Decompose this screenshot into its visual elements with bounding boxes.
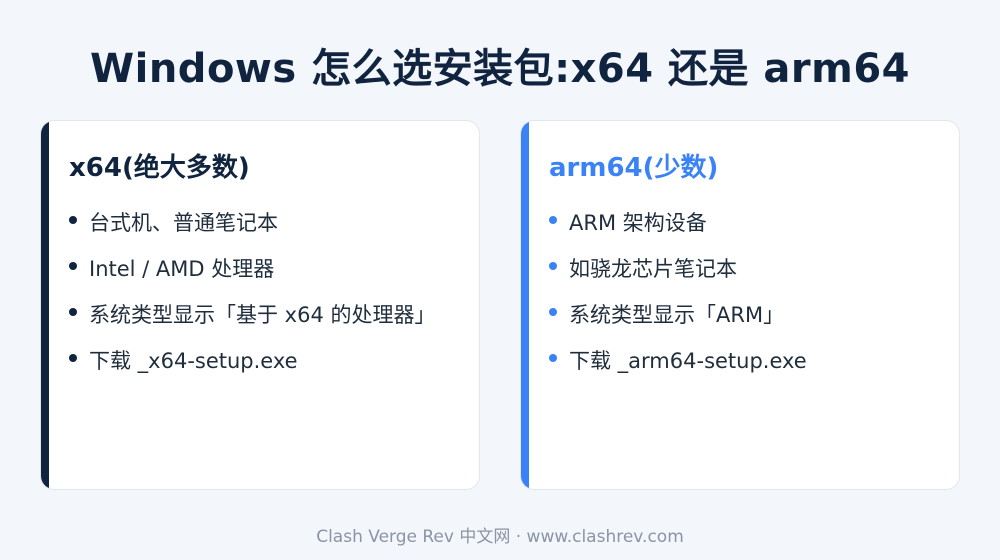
list-item: 下载 _arm64-setup.exe: [549, 337, 807, 383]
accent-bar: [521, 121, 529, 489]
list-item: Intel / AMD 处理器: [69, 245, 436, 291]
arm64-card: arm64(少数) ARM 架构设备 如骁龙芯片笔记本 系统类型显示「ARM」 …: [520, 120, 960, 490]
list-item-text: 系统类型显示「ARM」: [569, 303, 785, 327]
list-item-text: ARM 架构设备: [569, 211, 707, 235]
bullet-icon: [69, 262, 77, 270]
x64-card-heading: x64(绝大多数): [69, 153, 250, 183]
list-item-text: Intel / AMD 处理器: [89, 257, 275, 281]
arm64-card-heading: arm64(少数): [549, 153, 719, 183]
accent-bar: [41, 121, 49, 489]
arm64-list: ARM 架构设备 如骁龙芯片笔记本 系统类型显示「ARM」 下载 _arm64-…: [549, 199, 807, 383]
bullet-icon: [69, 308, 77, 316]
list-item-text: 台式机、普通笔记本: [89, 211, 278, 235]
x64-card: x64(绝大多数) 台式机、普通笔记本 Intel / AMD 处理器 系统类型…: [40, 120, 480, 490]
list-item: 台式机、普通笔记本: [69, 199, 436, 245]
list-item-text: 下载 _x64-setup.exe: [89, 349, 298, 373]
bullet-icon: [549, 262, 557, 270]
bullet-icon: [549, 354, 557, 362]
list-item-text: 如骁龙芯片笔记本: [569, 257, 737, 281]
list-item: 系统类型显示「ARM」: [549, 291, 807, 337]
list-item: 下载 _x64-setup.exe: [69, 337, 436, 383]
footer-credit: Clash Verge Rev 中文网 · www.clashrev.com: [316, 527, 684, 547]
page-title: Windows 怎么选安装包:x64 还是 arm64: [90, 46, 910, 92]
list-item-text: 系统类型显示「基于 x64 的处理器」: [89, 303, 436, 327]
bullet-icon: [69, 216, 77, 224]
bullet-icon: [69, 354, 77, 362]
list-item: 如骁龙芯片笔记本: [549, 245, 807, 291]
list-item: ARM 架构设备: [549, 199, 807, 245]
bullet-icon: [549, 308, 557, 316]
x64-list: 台式机、普通笔记本 Intel / AMD 处理器 系统类型显示「基于 x64 …: [69, 199, 436, 383]
bullet-icon: [549, 216, 557, 224]
list-item-text: 下载 _arm64-setup.exe: [569, 349, 807, 373]
list-item: 系统类型显示「基于 x64 的处理器」: [69, 291, 436, 337]
